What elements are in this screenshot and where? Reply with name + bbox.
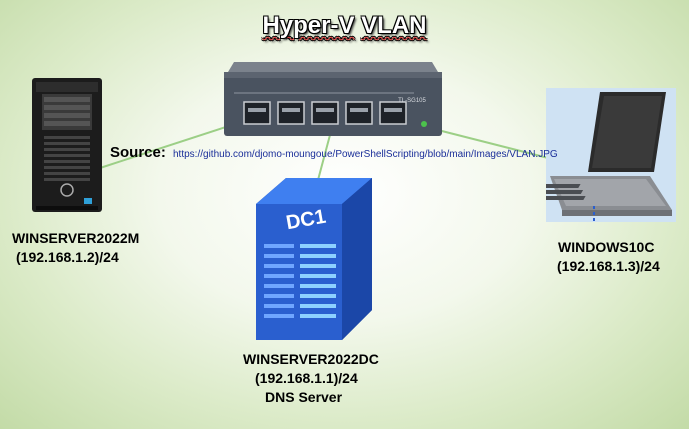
dc1-server-icon: DC1 [256,178,372,340]
winserver2022dc-name: WINSERVER2022DC [243,351,379,367]
network-switch-icon: TL-SG105 [224,62,442,136]
winserver2022m-name: WINSERVER2022M [12,230,140,246]
winserver2022m-ip: (192.168.1.2)/24 [16,249,119,265]
tower-server-icon [32,78,102,212]
diagram-title: Hyper-V VLAN [0,12,689,40]
windows10c-name: WINDOWS10C [558,239,655,255]
link-switch-to-winserver2022m [99,124,233,169]
winserver2022dc-role: DNS Server [265,389,343,405]
title-hyper-v: Hyper-V [262,12,355,39]
link-switch-to-winserver2022dc [317,134,331,181]
link-switch-to-windows10c [429,127,557,161]
winserver2022dc-ip: (192.168.1.1)/24 [255,370,358,386]
title-vlan: VLAN [361,12,427,39]
source-url-link[interactable]: https://github.com/djomo-moungoue/PowerS… [173,149,558,160]
laptop-icon [546,88,676,222]
windows10c-ip: (192.168.1.3)/24 [557,258,660,274]
source-label: Source: [110,144,166,161]
switch-model-label: TL-SG105 [398,98,426,104]
